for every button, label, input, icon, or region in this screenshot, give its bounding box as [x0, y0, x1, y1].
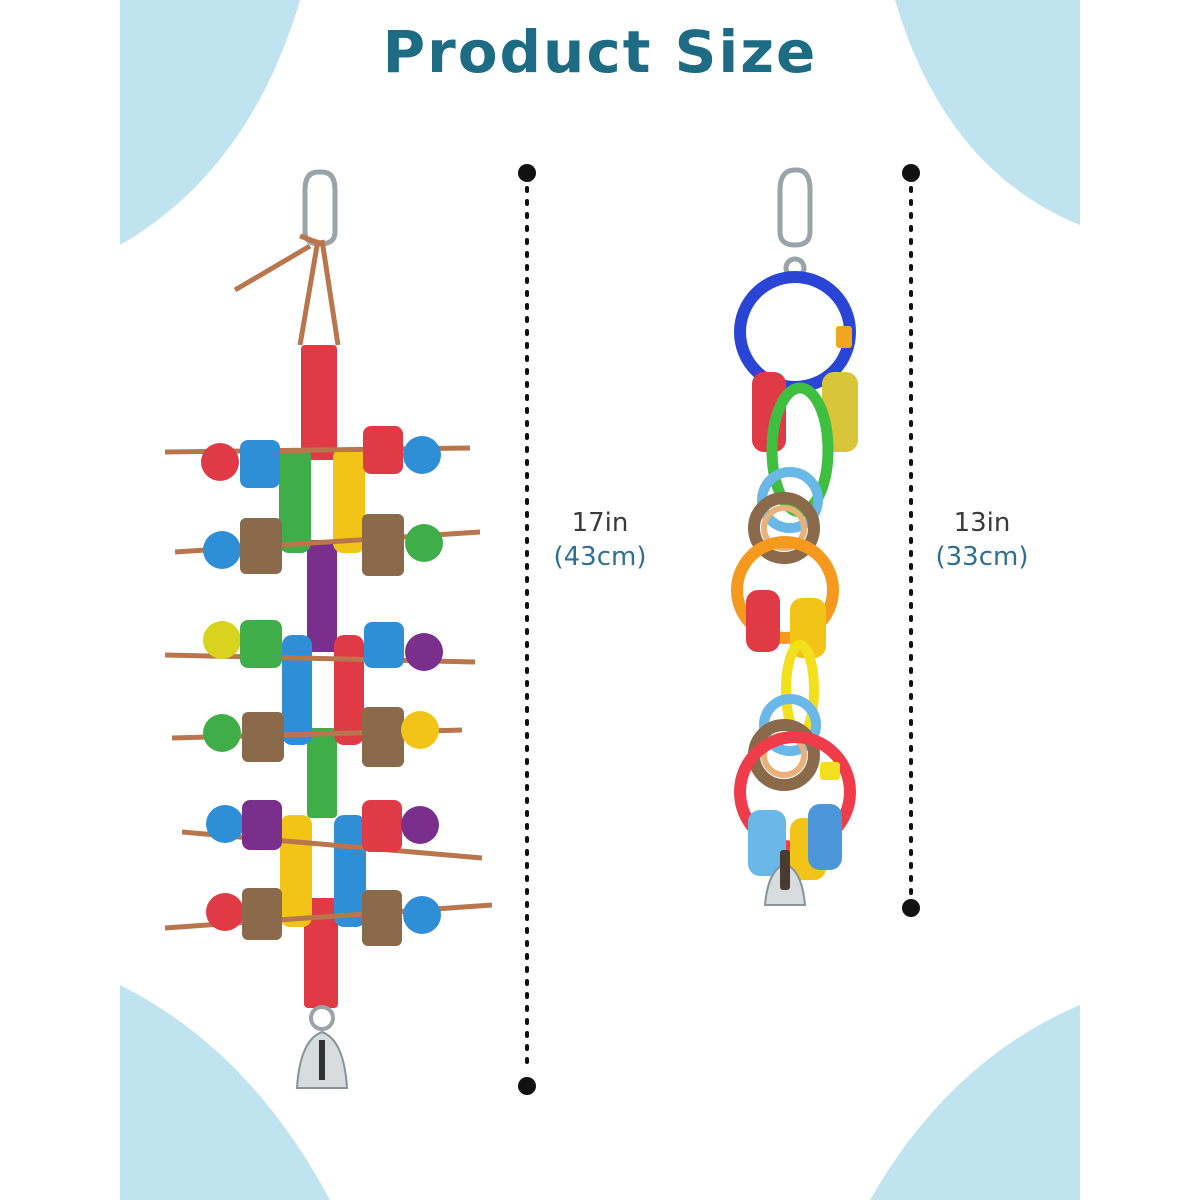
- strap-purple: [307, 540, 337, 652]
- dimension-line-left: [518, 164, 536, 1095]
- ring-chain-toy: [731, 167, 858, 906]
- dimension-line-right: [902, 164, 920, 917]
- length-inches-left: 17in: [571, 508, 629, 538]
- strap-red-top: [301, 345, 337, 460]
- corner-shape-bottom-left: [120, 985, 330, 1200]
- small-bell-icon: [763, 850, 807, 906]
- bead-row-5: [181, 800, 483, 861]
- corner-shape-top-right: [895, 0, 1080, 225]
- strap-green: [307, 728, 337, 818]
- leather-loop: [233, 233, 341, 346]
- length-cm-left: (43cm): [553, 542, 647, 572]
- ring-blue-top: [734, 271, 856, 393]
- dimension-label-right: 13in (33cm): [912, 506, 1052, 574]
- bead-row-3: [164, 620, 476, 671]
- corner-shape-top-left: [120, 0, 300, 245]
- bead-row-1: [164, 426, 471, 488]
- clip-hook-icon-2: [777, 167, 813, 280]
- hanging-ladder-toy: [164, 169, 493, 1089]
- strap-red-bottom: [304, 898, 338, 1008]
- bead-row-2: [174, 514, 481, 576]
- ring-red: [334, 635, 364, 745]
- dimension-label-left: 17in (43cm): [530, 506, 670, 574]
- page-title: Product Size: [382, 18, 818, 86]
- ring-yellow-2: [280, 815, 312, 927]
- corner-backgrounds: [120, 0, 1080, 1200]
- bead-row-4: [171, 707, 463, 767]
- length-inches-right: 13in: [953, 508, 1011, 538]
- ring-orange: [731, 536, 839, 644]
- ring-blue-2: [334, 815, 366, 927]
- ring-blue: [282, 635, 312, 745]
- ring-yellow: [333, 448, 365, 553]
- clip-hook-icon: [302, 169, 338, 247]
- corner-shape-bottom-right: [870, 1005, 1080, 1200]
- length-cm-right: (33cm): [935, 542, 1029, 572]
- bell-icon: [295, 1005, 349, 1089]
- ring-green: [279, 448, 311, 553]
- bead-row-6: [164, 888, 493, 946]
